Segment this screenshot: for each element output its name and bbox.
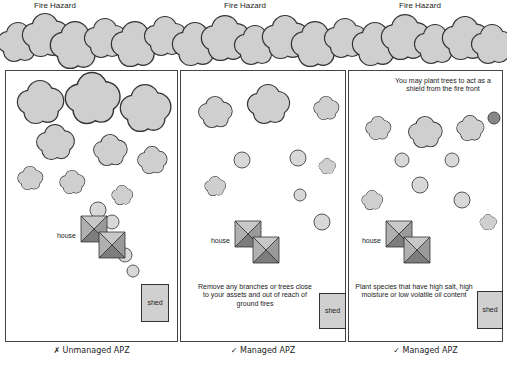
shed-node: shed bbox=[141, 284, 169, 322]
house-label: house bbox=[362, 237, 381, 245]
house-label: house bbox=[57, 232, 76, 240]
advice-note: You may plant trees to act as a shield f… bbox=[387, 77, 499, 94]
managed-trees bbox=[199, 85, 339, 230]
house-node: house bbox=[79, 214, 127, 260]
house-label: house bbox=[211, 237, 230, 245]
advice-note: Remove any branches or trees close to yo… bbox=[195, 283, 315, 308]
house-roof bbox=[384, 219, 432, 265]
hazard-label: Fire Hazard bbox=[224, 1, 266, 10]
shed-label: shed bbox=[478, 306, 502, 314]
roof-face bbox=[81, 216, 94, 242]
hazard-label: Fire Hazard bbox=[34, 1, 76, 10]
panel-node: You may plant trees to act as a shield f… bbox=[348, 70, 503, 342]
shield-trees bbox=[362, 112, 500, 230]
panel-node: ✗ Unmanaged APZhouseshed bbox=[5, 70, 178, 342]
house-node: house bbox=[233, 219, 281, 265]
roof-face bbox=[386, 221, 399, 247]
shed-label: shed bbox=[320, 307, 345, 315]
house-roof bbox=[233, 219, 281, 265]
advice-note: Plant species that have high salt, high … bbox=[355, 283, 473, 300]
shed-node: shed bbox=[477, 291, 503, 329]
zone-caption: ✗ Unmanaged APZ bbox=[6, 346, 177, 356]
unmanaged-trees bbox=[18, 73, 170, 277]
zone-caption: ✓ Managed APZ bbox=[349, 346, 502, 356]
shed-label: shed bbox=[142, 299, 168, 307]
zone-caption: ✓ Managed APZ bbox=[181, 346, 345, 356]
hazard-label: Fire Hazard bbox=[399, 1, 441, 10]
panel-node: Remove any branches or trees close to yo… bbox=[180, 70, 346, 342]
roof-face bbox=[253, 237, 266, 263]
roof-face bbox=[99, 232, 112, 258]
roof-face bbox=[235, 221, 248, 247]
house-node: house bbox=[384, 219, 432, 265]
fire-hazard-trees bbox=[0, 14, 507, 68]
roof-face bbox=[404, 237, 417, 263]
shed-node: shed bbox=[319, 293, 346, 329]
house-roof bbox=[79, 214, 127, 260]
